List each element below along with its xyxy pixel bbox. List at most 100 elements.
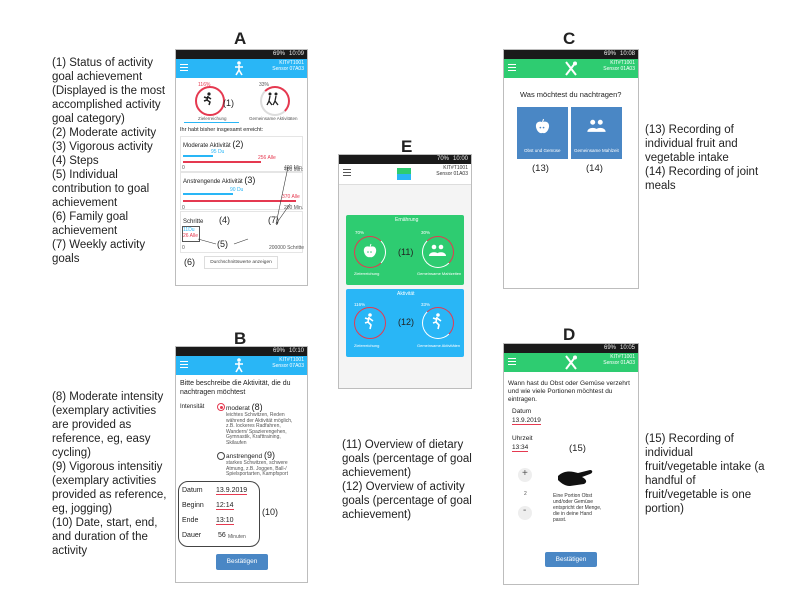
end-value[interactable]: 13:10: [216, 517, 234, 525]
legend-e-item: (12) Overview of activity goals (percent…: [342, 481, 472, 521]
status-bar: 69% 10:10: [176, 347, 307, 356]
marker-4: (4): [219, 215, 231, 225]
legend-b-item: (10) Date, start, end, and duration of t…: [52, 517, 158, 557]
battery-text: 70%: [436, 156, 449, 162]
apple-icon: [363, 243, 377, 258]
marker-6: (6): [184, 257, 195, 267]
vigorous-max: 200 Min.: [284, 205, 304, 211]
marker-5: (5): [217, 239, 228, 249]
minus-button[interactable]: [518, 506, 532, 520]
hand-icon: [558, 470, 593, 486]
status-bar: 69% 10:08: [504, 50, 638, 59]
legend-a-item: (7) Weekly activity goals: [52, 239, 146, 265]
kit-id: KIT#T1001: [610, 60, 635, 66]
intensity-label: Intensität: [180, 404, 205, 410]
time-value[interactable]: 13:34: [512, 444, 529, 452]
vigorous-card: [180, 172, 303, 210]
joint-meal-label: Gemeinsame Mahlzeit: [574, 148, 619, 153]
sensor-id: Sensor 01A03: [436, 171, 468, 177]
goal-ring-right: [260, 86, 290, 116]
menu-icon[interactable]: [508, 64, 516, 71]
activity-pct-right: 33%: [421, 302, 431, 307]
radio-moderate-dot: [219, 405, 223, 409]
legend-b-item: (9) Vigorous intensitiy (exemplary activ…: [52, 461, 167, 515]
sensor-id: Sensor 01A03: [603, 360, 635, 366]
runner-icon: [432, 313, 442, 330]
nutrition-label-right: Gemeinsame Mahlzeiten: [417, 271, 462, 276]
activity-label-left: Zielerreichung: [354, 343, 380, 348]
vigorous-alle-bar: [183, 200, 296, 202]
legend-d-item: (15) Recording of individual fruit/veget…: [645, 433, 765, 515]
battery-text: 69%: [272, 348, 285, 354]
moderate-description: leichtes Schwitzen, Reden während der Ak…: [226, 412, 293, 446]
date-value[interactable]: 13.9.2019: [216, 487, 248, 495]
battery-text: 69%: [272, 51, 285, 57]
radio-vigorous[interactable]: [217, 452, 225, 460]
confirm-button[interactable]: Bestätigen: [545, 552, 597, 567]
intake-question: Wann hast du Obst oder Gemüse verzehrt u…: [508, 380, 630, 403]
activity-label-right: Gemeinsame Aktivitäten: [417, 343, 461, 348]
kit-id: KIT#T1001: [443, 165, 468, 171]
marker-13: (13): [532, 163, 549, 174]
joint-meal-tile[interactable]: [571, 107, 622, 159]
marker-2: (2): [232, 139, 244, 149]
fruit-veg-tile[interactable]: [517, 107, 568, 159]
legend-c-item: (13) Recording of individual fruit and v…: [645, 124, 738, 164]
clock-text: 10:05: [619, 345, 635, 351]
confirm-button[interactable]: Bestätigen: [216, 554, 268, 570]
menu-icon[interactable]: [180, 361, 188, 368]
menu-icon[interactable]: [180, 64, 188, 71]
pct-left: 116%: [198, 82, 211, 88]
legend-e-item: (11) Overview of dietary goals (percenta…: [342, 439, 472, 479]
tab-indicator: [184, 122, 239, 123]
legend-c: (13) Recording of individual fruit and v…: [645, 123, 770, 193]
moderate-alle-bar: [183, 161, 261, 163]
marker-14: (14): [586, 163, 603, 174]
cutlery-icon: [565, 355, 577, 370]
panel-letter-e: E: [401, 137, 413, 156]
menu-icon[interactable]: [508, 358, 516, 365]
people-icon: [429, 244, 446, 256]
panel-letter-b: B: [234, 329, 247, 348]
vigorous-description: starkes Schwitzen, schwere Atmung, z.B. …: [226, 460, 288, 478]
nutrition-label-left: Zielerreichung: [354, 271, 380, 276]
steps-label-text: Schritte: [183, 219, 204, 225]
time-fields-box: [178, 481, 260, 547]
moderate-du-bar: [183, 155, 213, 157]
marker-15: (15): [569, 443, 586, 454]
group-runner-icon: [266, 92, 279, 106]
steps-du: 11Du: [183, 227, 195, 233]
activity-title: Aktivität: [397, 291, 415, 297]
menu-icon[interactable]: [343, 169, 351, 176]
nutrition-ring-right: [422, 236, 454, 268]
plus-button[interactable]: [518, 468, 532, 482]
nutrition-pct-right: 30%: [421, 230, 431, 235]
tab-gemeinsame[interactable]: Gemeinsame Aktivitäten: [249, 116, 298, 121]
date-value[interactable]: 13.9.2019: [512, 417, 541, 425]
activity-pct-left: 116%: [354, 302, 366, 307]
start-value[interactable]: 12:14: [216, 502, 234, 510]
vigorous-label-text: Anstrengende Aktivität: [183, 179, 243, 185]
average-button[interactable]: Durchschnittswerte anzeigen: [204, 256, 278, 269]
battery-text: 69%: [603, 345, 616, 351]
status-bar: 69% 10:09: [176, 50, 307, 59]
activity-ring-right: [422, 307, 454, 339]
radio-moderate[interactable]: [217, 403, 225, 411]
pct-right: 33%: [259, 82, 270, 88]
marker-3: (3): [244, 175, 256, 185]
marker-12: (12): [398, 317, 415, 327]
tab-zielerreichung[interactable]: Zielerreichung: [198, 116, 227, 121]
moderate-alle: 256 Alle: [258, 155, 276, 161]
status-bar: 70% 10:00: [339, 155, 471, 164]
activity-question: Bitte beschreibe die Aktivität, die du n…: [180, 380, 291, 396]
legend-c-item: (14) Recording of joint meals: [645, 166, 759, 192]
moderate-zero: 0: [182, 165, 185, 171]
cutlery-icon: [565, 61, 577, 76]
